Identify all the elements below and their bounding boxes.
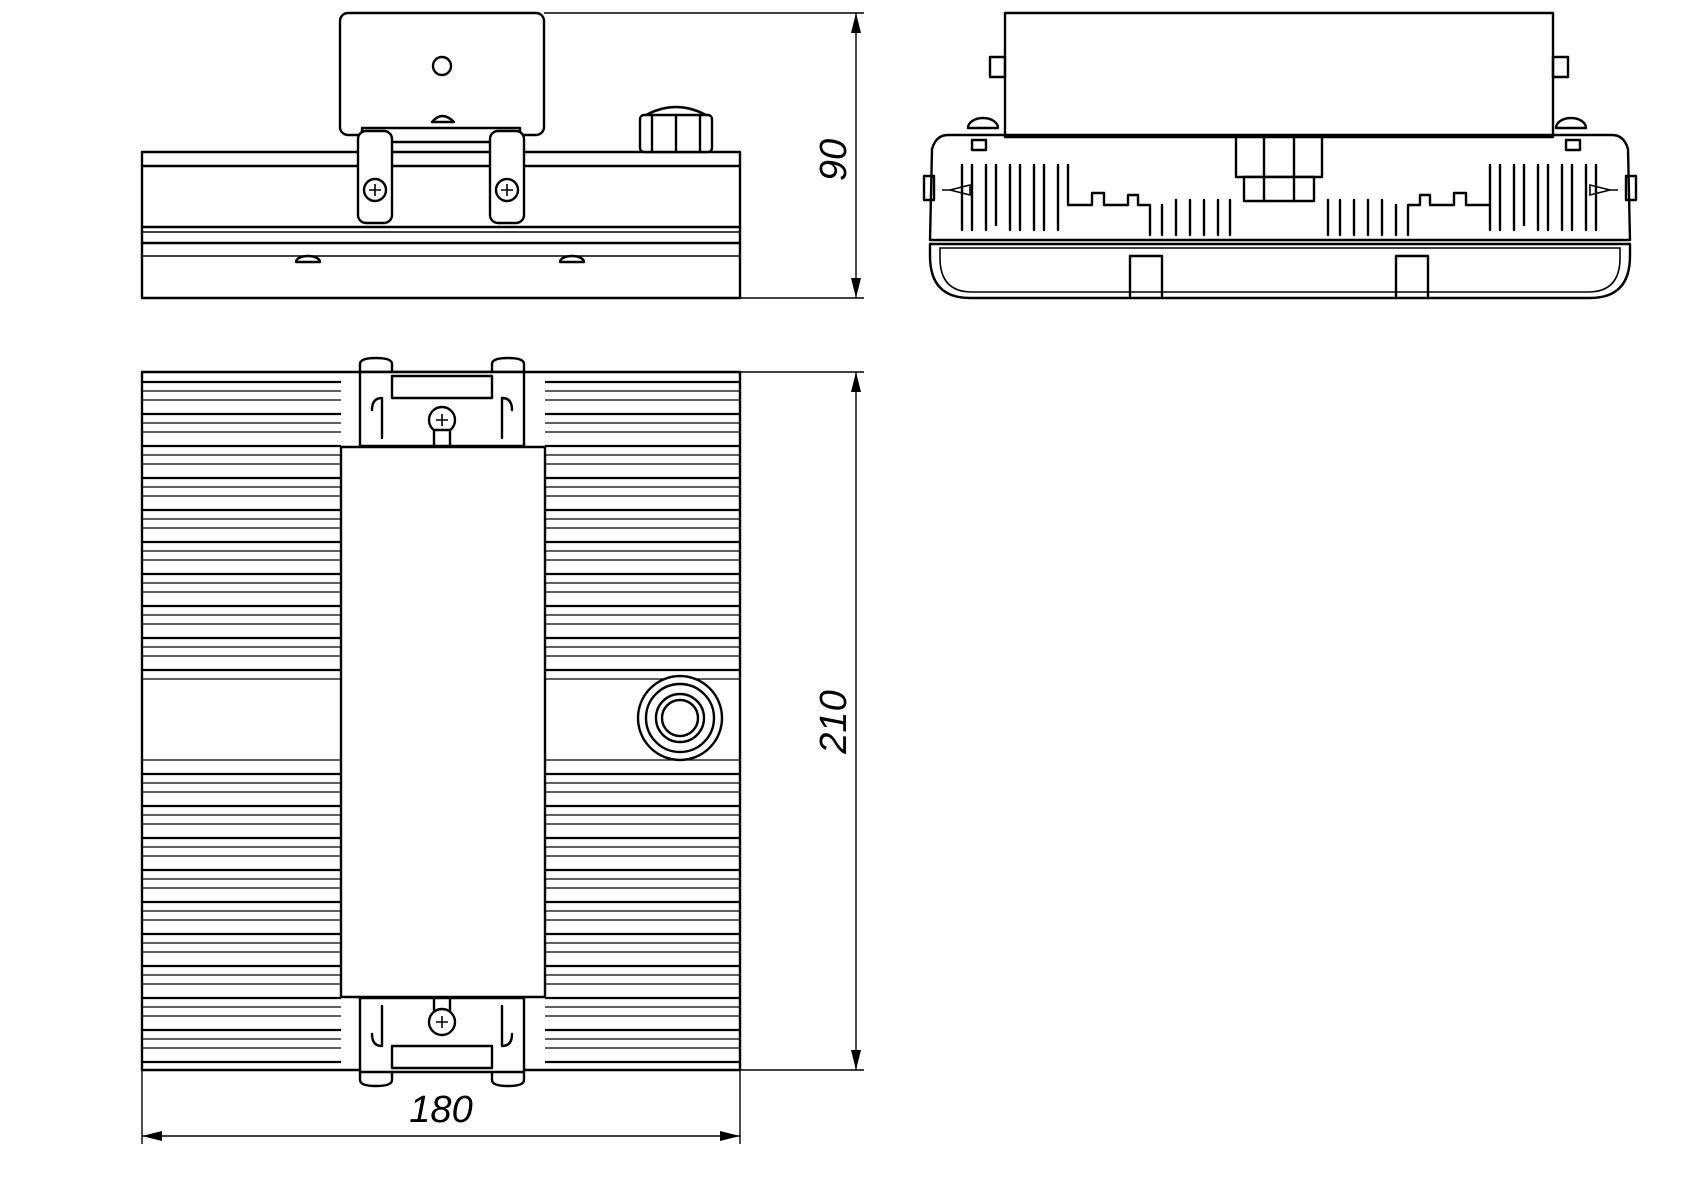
top-view: 210 180 bbox=[140, 356, 864, 1144]
dimension-90: 90 bbox=[544, 12, 864, 299]
cable-gland-side bbox=[638, 105, 714, 154]
dim-label-90: 90 bbox=[813, 139, 855, 181]
mounting-bracket-top bbox=[358, 356, 526, 1088]
side-view: 90 bbox=[140, 11, 864, 300]
dimension-210: 210 bbox=[740, 371, 864, 1071]
driver-box-end bbox=[1003, 11, 1555, 139]
end-view bbox=[922, 11, 1638, 300]
dimension-180: 180 bbox=[141, 1070, 741, 1144]
housing-shell-end bbox=[922, 116, 1638, 300]
dim-label-210: 210 bbox=[813, 690, 855, 754]
housing-body-side bbox=[140, 150, 742, 300]
driver-box-top bbox=[339, 445, 547, 999]
mounting-bracket-side bbox=[356, 114, 526, 225]
dim-label-180: 180 bbox=[409, 1089, 472, 1131]
cable-gland-top bbox=[636, 674, 724, 762]
